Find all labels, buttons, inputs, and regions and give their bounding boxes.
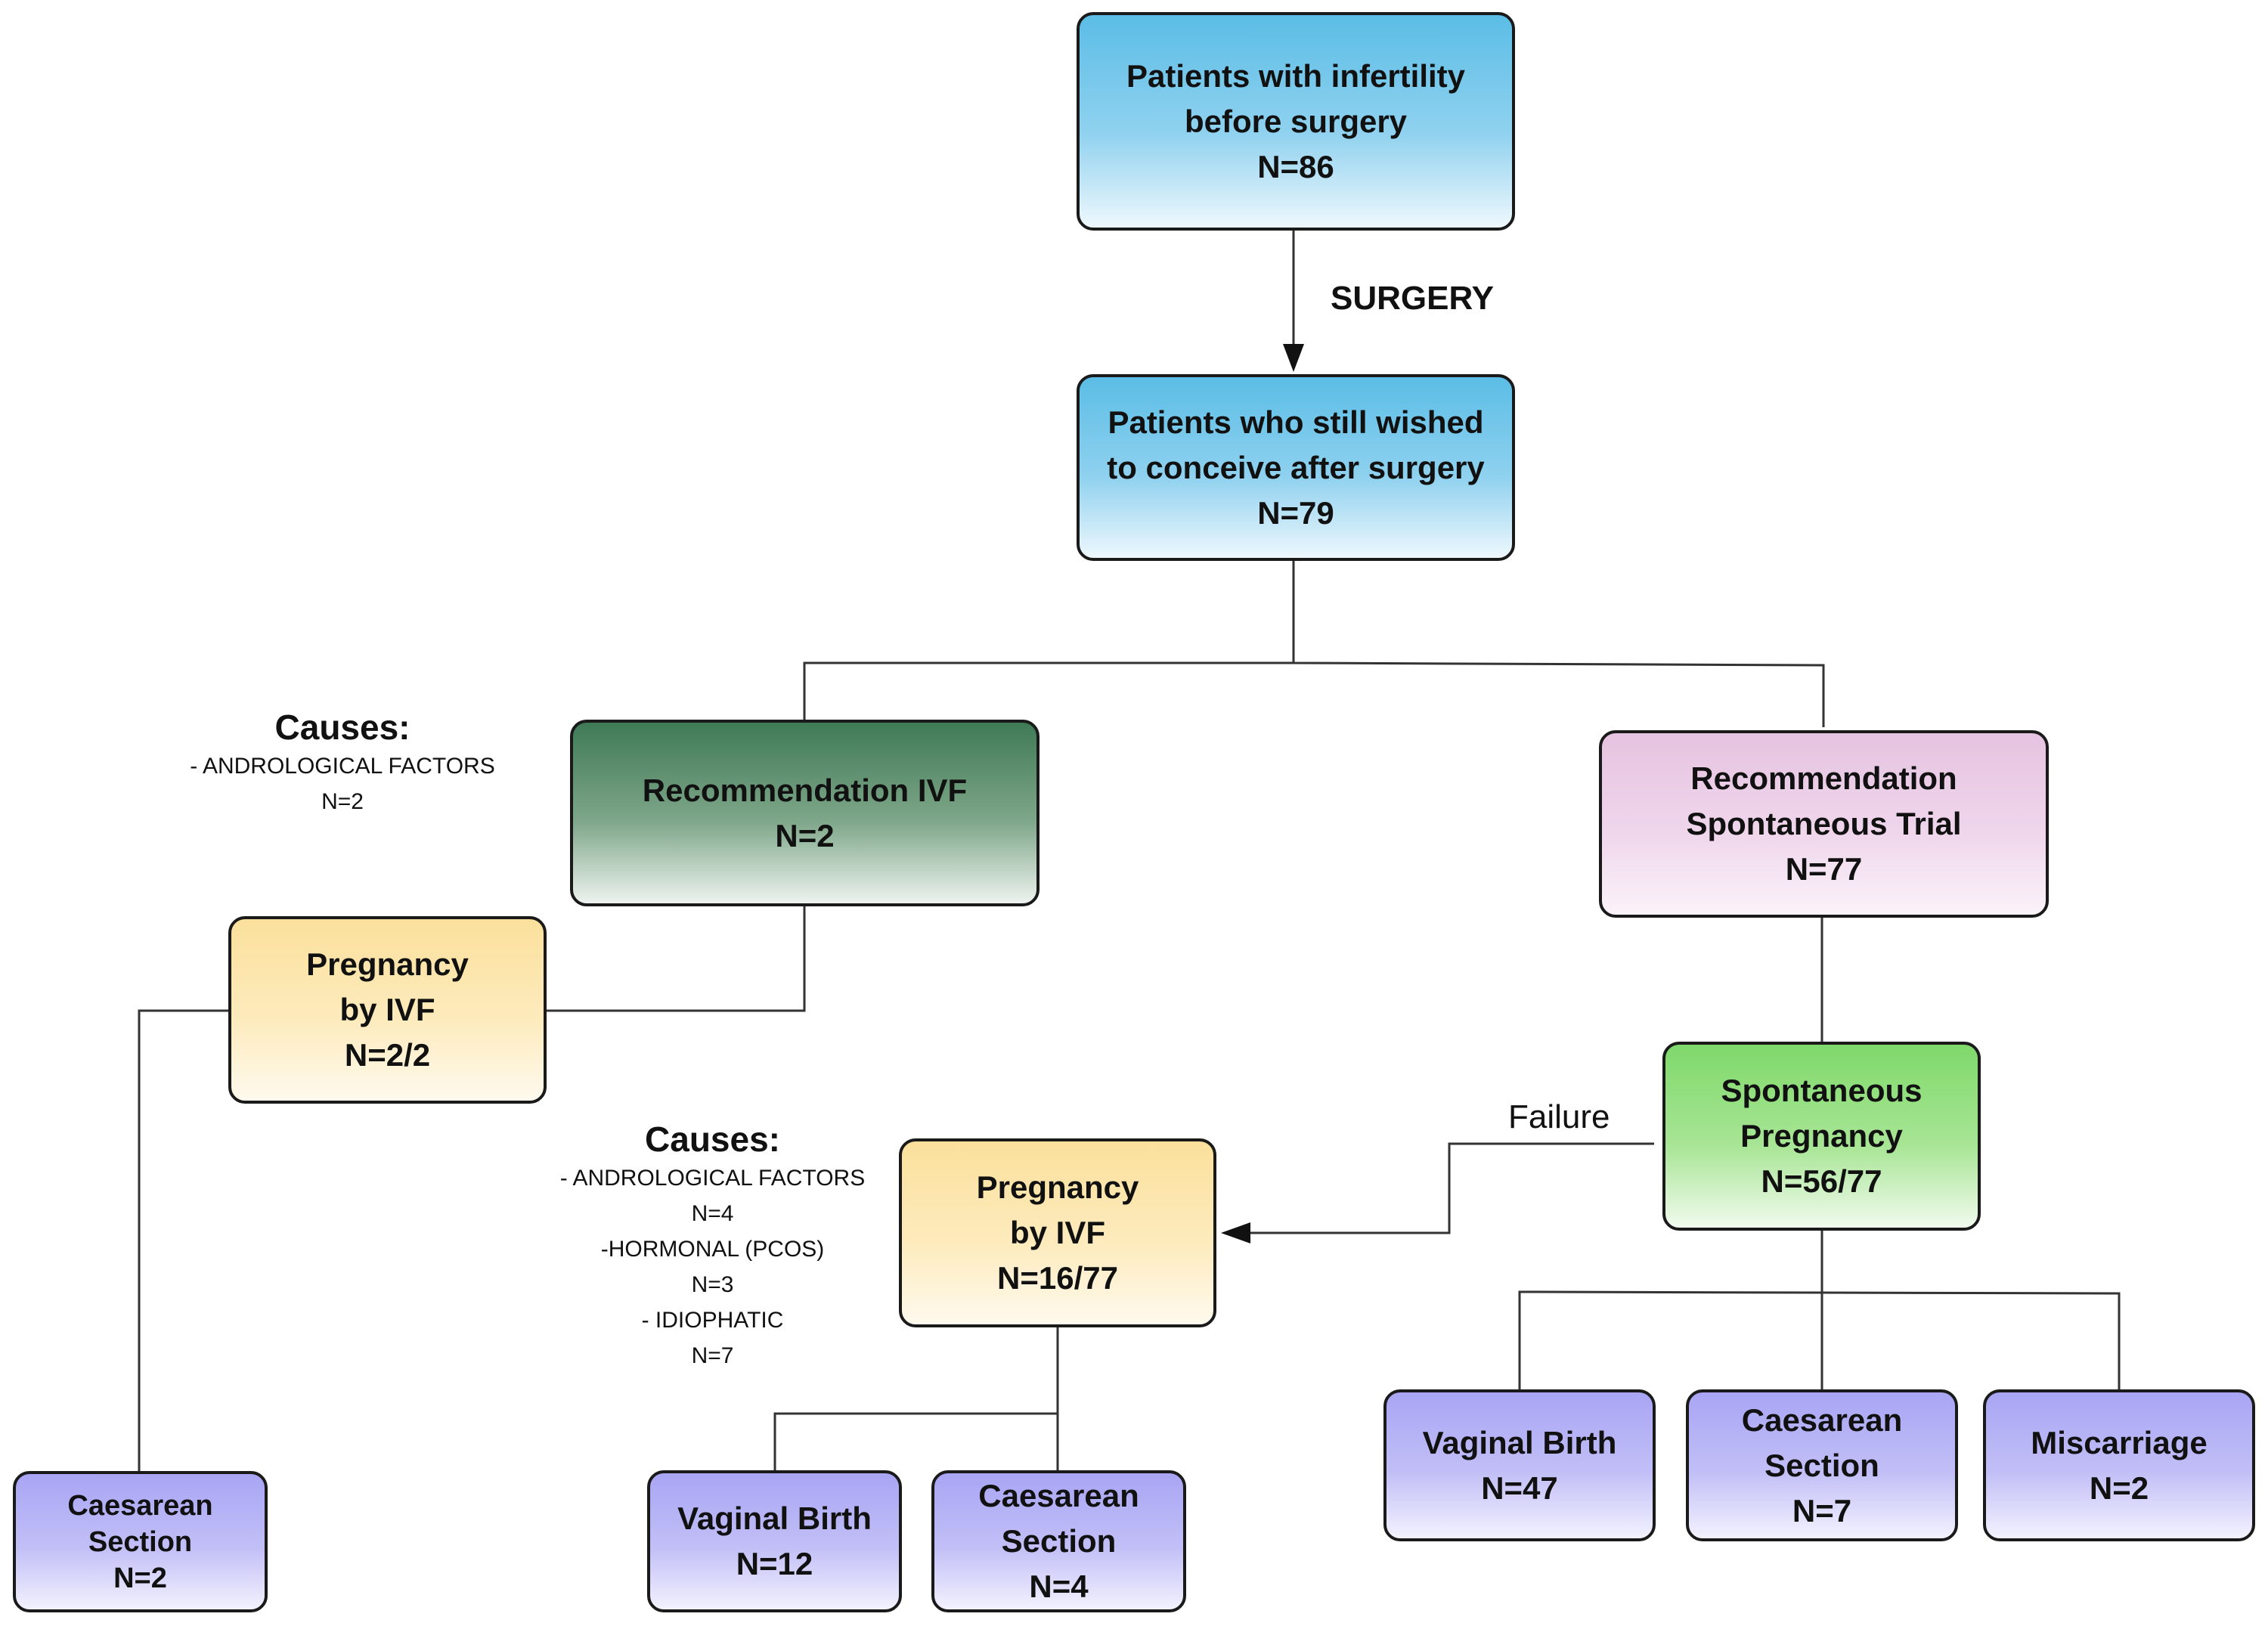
node-text-line: Miscarriage (2031, 1424, 2208, 1460)
node-count: N=47 (1481, 1470, 1558, 1506)
causes-item: N=7 (691, 1343, 734, 1368)
connector-pregnancy-to-caesarean (138, 1009, 228, 1471)
node-text-line: Caesarean (1741, 1401, 1903, 1438)
node-text-line: Pregnancy (1740, 1118, 1903, 1154)
causes-title: Causes: (645, 1120, 780, 1159)
node-count: N=56/77 (1761, 1163, 1882, 1199)
node-text-line: Patients with infertility (1126, 57, 1466, 94)
arrowhead-failure (1221, 1222, 1250, 1244)
node-vaginal-birth-spontaneous: Vaginal Birth N=47 (1383, 1389, 1656, 1541)
connector-ivf-outcomes (773, 1327, 1059, 1470)
node-spontaneous-pregnancy: Spontaneous Pregnancy N=56/77 (1662, 1042, 1981, 1231)
node-count: N=2 (113, 1562, 167, 1594)
node-text-line: Spontaneous (1721, 1073, 1923, 1108)
node-count: N=79 (1257, 494, 1334, 531)
node-count: N=2 (2089, 1470, 2149, 1506)
node-text-line: Patients who still wished (1108, 404, 1484, 440)
node-recommendation-spontaneous-trial: Recommendation Spontaneous Trial N=77 (1599, 730, 2049, 918)
arrowhead-surgery (1283, 344, 1304, 372)
node-text-line: before surgery (1184, 103, 1408, 139)
node-text-line: Caesarean (67, 1489, 213, 1522)
node-text-line: Spontaneous Trial (1686, 806, 1962, 841)
node-count: N=7 (1792, 1492, 1852, 1528)
node-miscarriage-spontaneous: Miscarriage N=2 (1983, 1389, 2255, 1541)
node-count: N=16/77 (997, 1260, 1118, 1296)
node-text-line: Section (88, 1525, 193, 1558)
node-text-line: Caesarean (978, 1478, 1139, 1513)
connector-rec-ivf-to-pregnancy (547, 906, 806, 1012)
node-text-line: by IVF (339, 992, 435, 1027)
node-text-line: by IVF (1009, 1215, 1106, 1250)
node-count: N=77 (1785, 851, 1863, 887)
node-pregnancy-by-ivf-16-of-77: Pregnancy by IVF N=16/77 (899, 1138, 1216, 1327)
node-count: N=2 (775, 817, 835, 853)
edge-label-surgery: SURGERY (1331, 280, 1494, 317)
node-text-line: Pregnancy (976, 1169, 1139, 1205)
causes-item: N=3 (691, 1272, 734, 1297)
causes-item: - IDIOPHATIC (641, 1308, 784, 1333)
node-text-line: Vaginal Birth (677, 1501, 872, 1536)
causes-ivf-after-failure: Causes: - ANDROLOGICAL FACTORS N=4 -HORM… (522, 1118, 903, 1374)
node-recommendation-ivf: Recommendation IVF N=2 (570, 720, 1040, 906)
node-text-line: Recommendation IVF (642, 772, 968, 808)
node-still-wished-to-conceive: Patients who still wished to conceive af… (1077, 374, 1515, 561)
node-count: N=4 (1029, 1569, 1089, 1604)
causes-item: N=4 (691, 1201, 734, 1226)
node-pregnancy-by-ivf-2-of-2: Pregnancy by IVF N=2/2 (228, 916, 547, 1104)
node-count: N=12 (736, 1546, 813, 1581)
causes-title: Causes: (274, 708, 411, 747)
node-caesarean-section-ivf-left: Caesarean Section N=2 (13, 1471, 268, 1612)
node-count: N=2/2 (344, 1037, 431, 1073)
node-text-line: Vaginal Birth (1422, 1424, 1617, 1460)
causes-item: - ANDROLOGICAL FACTORS (559, 1166, 866, 1191)
connector-failure (1250, 1142, 1654, 1234)
causes-item: - ANDROLOGICAL FACTORS (190, 754, 495, 779)
node-text-line: Recommendation (1690, 760, 1957, 796)
node-text-line: Section (1765, 1447, 1879, 1483)
edge-label-failure: Failure (1508, 1098, 1610, 1135)
node-infertility-before-surgery: Patients with infertility before surgery… (1077, 12, 1515, 231)
node-text-line: Pregnancy (306, 946, 469, 982)
node-vaginal-birth-ivf: Vaginal Birth N=12 (647, 1470, 902, 1612)
node-text-line: to conceive after surgery (1107, 449, 1485, 485)
causes-item: -HORMONAL (PCOS) (600, 1237, 825, 1262)
causes-item: N=2 (321, 789, 364, 814)
connector-split-recommendations (803, 561, 1825, 727)
node-caesarean-section-spontaneous: Caesarean Section N=7 (1686, 1389, 1958, 1541)
node-caesarean-section-ivf: Caesarean Section N=4 (931, 1470, 1186, 1612)
node-count: N=86 (1257, 148, 1334, 184)
causes-ivf-recommendation: Causes: - ANDROLOGICAL FACTORS N=2 (165, 706, 520, 819)
connector-spont-outcomes (1518, 1290, 2121, 1389)
node-text-line: Section (1001, 1523, 1117, 1559)
